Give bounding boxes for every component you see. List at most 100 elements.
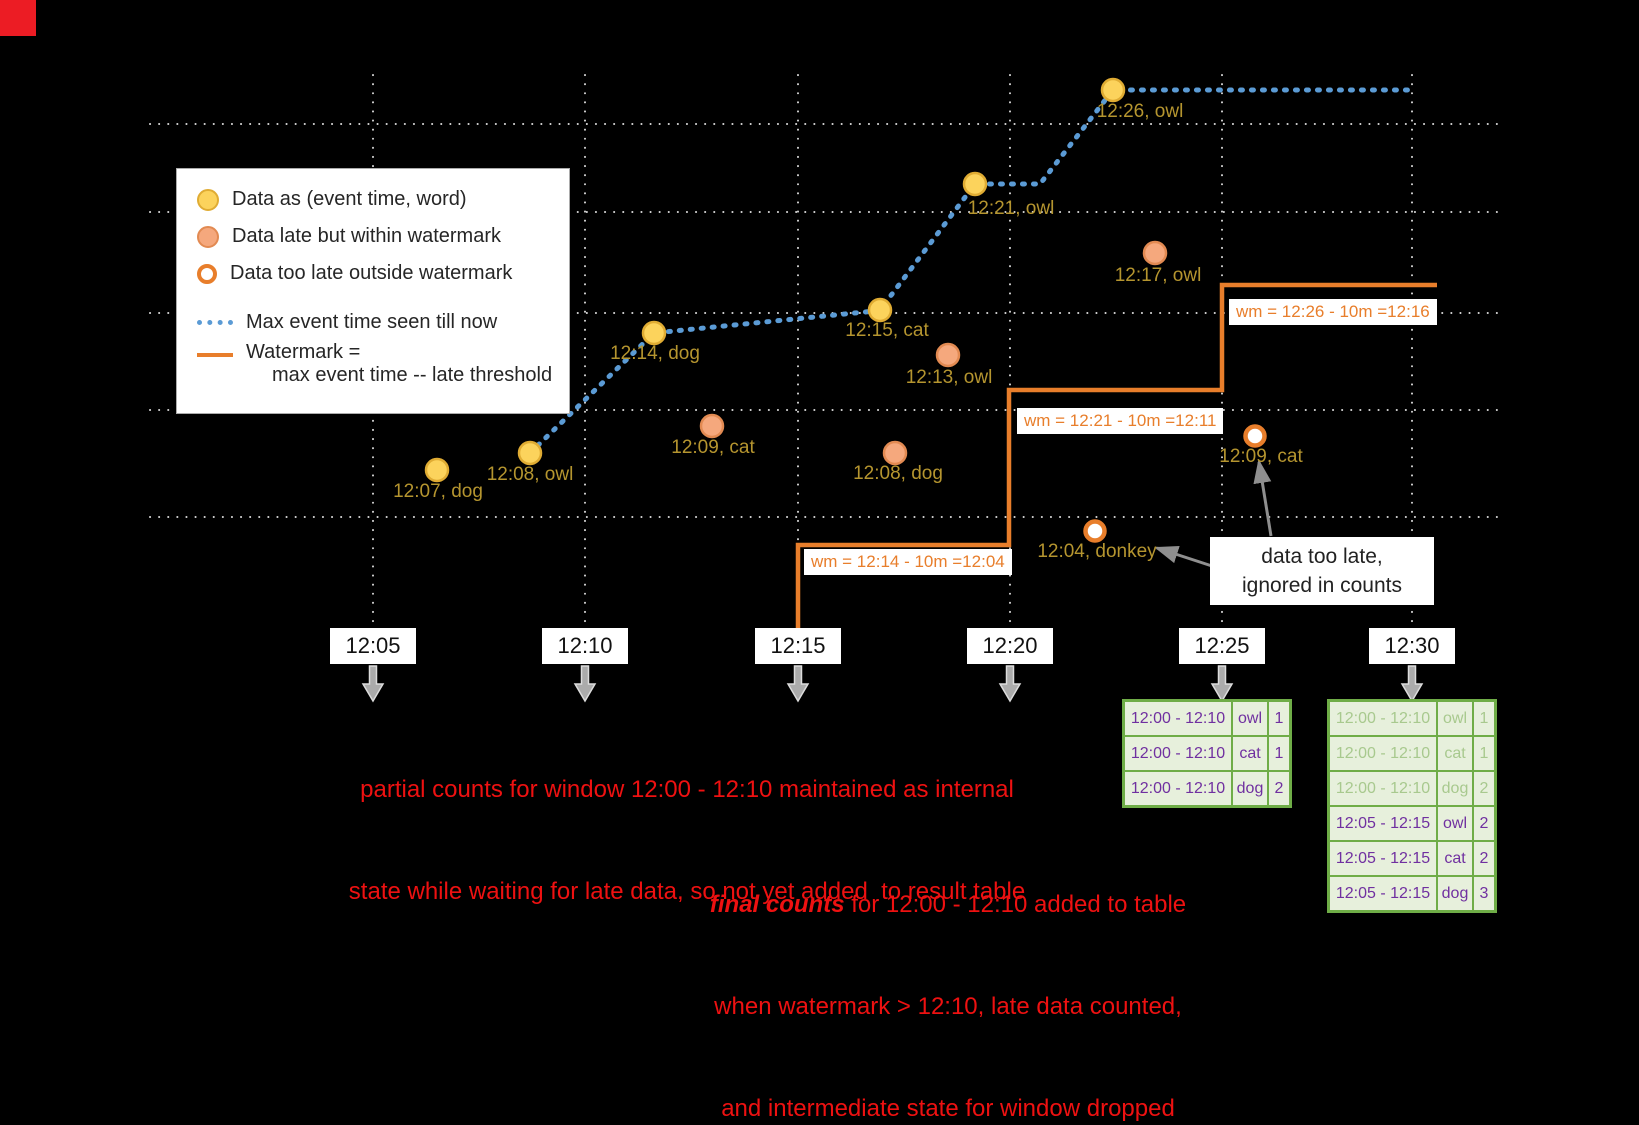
legend: Data as (event time, word) Data late but… xyxy=(176,168,570,414)
down-arrow-icon xyxy=(1210,665,1234,703)
table-row-faded: 12:00 - 12:10 owl 1 xyxy=(1330,702,1494,735)
on-time-dot-icon xyxy=(197,188,219,211)
trigger-arrows xyxy=(361,665,1424,703)
point-label: 12:13, owl xyxy=(905,367,993,388)
late-dot-icon xyxy=(197,225,219,248)
result-table-12-25: 12:00 - 12:10 owl 1 12:00 - 12:10 cat 1 … xyxy=(1122,699,1292,808)
down-arrow-icon xyxy=(361,665,385,703)
count-cell: 2 xyxy=(1269,772,1289,805)
axis-tick-12-10: 12:10 xyxy=(542,628,628,664)
legend-watermark-text: Watermark = max event time -- late thres… xyxy=(246,341,552,387)
legend-spacer xyxy=(197,292,561,304)
count-cell: 1 xyxy=(1269,702,1289,735)
table-row: 12:00 - 12:10 dog 2 xyxy=(1125,772,1289,805)
point-12-08-owl xyxy=(517,440,543,466)
window-cell: 12:05 - 12:15 xyxy=(1330,807,1436,840)
watermark-line xyxy=(795,282,1437,630)
point-label: 12:08, owl xyxy=(486,464,574,485)
point-12-26-owl xyxy=(1100,77,1126,103)
down-arrow-icon xyxy=(786,665,810,703)
legend-item-max-event-line: Max event time seen till now xyxy=(197,304,561,341)
count-cell: 1 xyxy=(1474,702,1494,735)
legend-label: Data as (event time, word) xyxy=(232,188,467,210)
final-counts-line1-rest: for 12:00 - 12:10 added to table xyxy=(844,891,1187,918)
too-late-arrow-to-cat xyxy=(1253,459,1273,537)
table-row-faded: 12:00 - 12:10 dog 2 xyxy=(1330,772,1494,805)
final-counts-line3: and intermediate state for window droppe… xyxy=(721,1095,1175,1122)
legend-label: Watermark = xyxy=(246,341,361,363)
point-label: 12:04, donkey xyxy=(1037,541,1157,562)
point-label: 12:09, cat xyxy=(671,437,755,458)
down-arrow-icon xyxy=(573,665,597,703)
legend-item-watermark-line: Watermark = max event time -- late thres… xyxy=(197,341,561,399)
point-12-04-donkey-too-late xyxy=(1083,519,1107,543)
axis-tick-12-25: 12:25 xyxy=(1179,628,1265,664)
word-cell: dog xyxy=(1438,772,1472,805)
word-cell: dog xyxy=(1233,772,1267,805)
partial-counts-line1: partial counts for window 12:00 - 12:10 … xyxy=(360,776,1014,803)
point-12-07-dog xyxy=(424,457,450,483)
table-row: 12:00 - 12:10 cat 1 xyxy=(1125,737,1289,770)
watermark-value-label: wm = 12:14 - 10m =12:04 xyxy=(804,549,1012,575)
axis-tick-12-15: 12:15 xyxy=(755,628,841,664)
count-cell: 2 xyxy=(1474,807,1494,840)
word-cell: cat xyxy=(1233,737,1267,770)
count-cell: 1 xyxy=(1474,737,1494,770)
point-12-09-cat-late xyxy=(699,413,725,439)
final-counts-note: final counts for 12:00 - 12:10 added to … xyxy=(710,820,1186,1125)
word-cell: owl xyxy=(1438,807,1472,840)
point-12-08-dog-late xyxy=(882,440,908,466)
table-row: 12:05 - 12:15 cat 2 xyxy=(1330,842,1494,875)
legend-item-on-time: Data as (event time, word) xyxy=(197,181,561,218)
point-12-14-dog xyxy=(641,320,667,346)
down-arrow-icon xyxy=(998,665,1022,703)
watermark-value-label: wm = 12:21 - 10m =12:11 xyxy=(1017,408,1224,434)
count-cell: 3 xyxy=(1474,877,1494,910)
window-cell: 12:05 - 12:15 xyxy=(1330,877,1436,910)
partial-counts-note: partial counts for window 12:00 - 12:10 … xyxy=(349,705,1025,977)
too-late-arrow-to-donkey xyxy=(1154,545,1213,568)
final-counts-line2: when watermark > 12:10, late data counte… xyxy=(714,993,1182,1020)
table-row: 12:05 - 12:15 dog 3 xyxy=(1330,877,1494,910)
point-12-15-cat xyxy=(867,297,893,323)
word-cell: owl xyxy=(1233,702,1267,735)
window-cell: 12:00 - 12:10 xyxy=(1125,772,1231,805)
point-label: 12:26, owl xyxy=(1096,101,1184,122)
point-12-21-owl xyxy=(962,171,988,197)
legend-label: Data late but within watermark xyxy=(232,225,502,247)
count-cell: 1 xyxy=(1269,737,1289,770)
axis-tick-12-20: 12:20 xyxy=(967,628,1053,664)
red-corner-marker xyxy=(0,0,36,36)
point-12-13-owl-late xyxy=(935,342,961,368)
legend-label: Data too late outside watermark xyxy=(230,262,513,284)
point-label: 12:08, dog xyxy=(853,463,943,484)
legend-item-late: Data late but within watermark xyxy=(197,218,561,255)
too-late-line1: data too late, xyxy=(1261,545,1383,568)
window-cell: 12:00 - 12:10 xyxy=(1330,702,1436,735)
point-label: 12:14, dog xyxy=(610,343,700,364)
count-cell: 2 xyxy=(1474,842,1494,875)
too-late-line2: ignored in counts xyxy=(1242,574,1402,597)
point-12-17-owl-late xyxy=(1142,240,1168,266)
final-counts-emphasis: final counts xyxy=(709,891,845,918)
down-arrow-icon xyxy=(1400,665,1424,703)
watermark-value-label: wm = 12:26 - 10m =12:16 xyxy=(1229,299,1437,325)
legend-label: Max event time seen till now xyxy=(246,311,498,333)
too-late-callout: data too late, ignored in counts xyxy=(1210,537,1434,605)
too-late-ring-icon xyxy=(197,263,217,284)
solid-orange-line-icon xyxy=(197,353,233,357)
point-label: 12:09, cat xyxy=(1219,446,1303,467)
point-label: 12:15, cat xyxy=(845,320,929,341)
window-cell: 12:00 - 12:10 xyxy=(1125,702,1231,735)
point-12-09-cat-too-late xyxy=(1243,424,1267,448)
word-cell: dog xyxy=(1438,877,1472,910)
word-cell: owl xyxy=(1438,702,1472,735)
axis-tick-12-30: 12:30 xyxy=(1369,628,1455,664)
axis-tick-12-05: 12:05 xyxy=(330,628,416,664)
partial-counts-line2: state while waiting for late data, so no… xyxy=(348,878,1026,905)
dotted-blue-line-icon xyxy=(197,320,233,325)
word-cell: cat xyxy=(1438,737,1472,770)
point-label: 12:07, dog xyxy=(393,481,483,502)
